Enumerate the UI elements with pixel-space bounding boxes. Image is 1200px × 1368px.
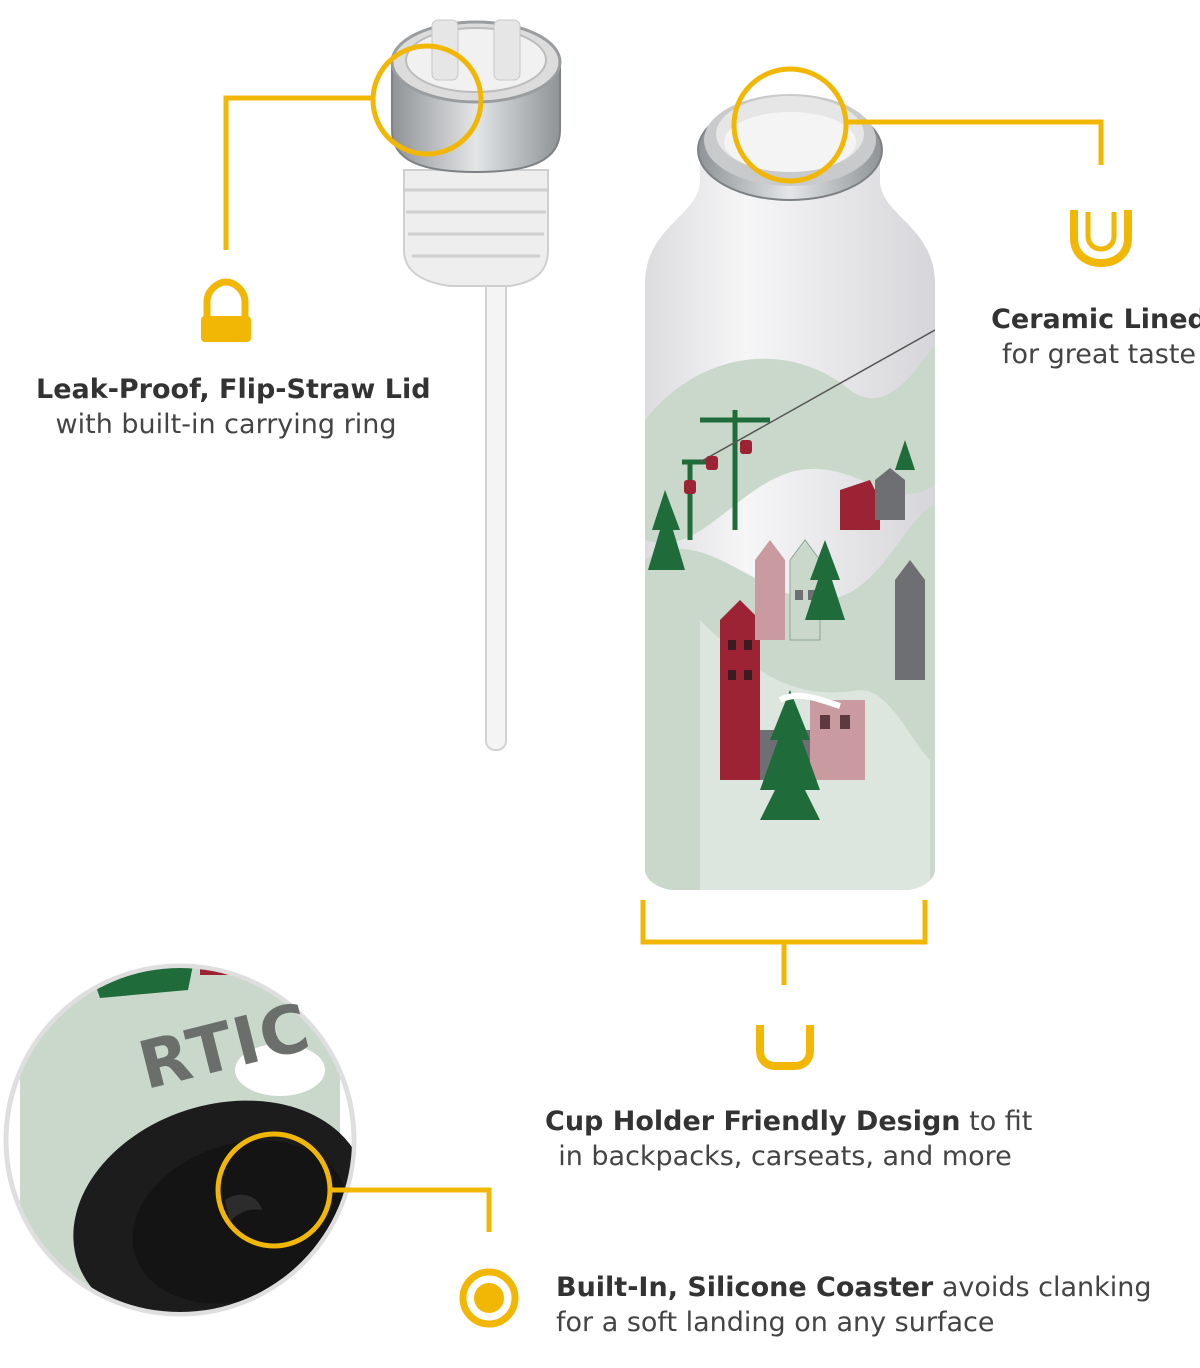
ceramic-highlight-circle [731, 66, 849, 184]
bottle-bottom-zoom [3, 963, 357, 1317]
feature-ceramic-title: Ceramic Lined [991, 304, 1200, 335]
coaster-callout-line [330, 1187, 492, 1232]
straw [485, 249, 507, 751]
base-bracket [640, 900, 928, 945]
bottle [645, 94, 935, 890]
cup-holder-icon [756, 1025, 814, 1070]
padlock-ring-icon [201, 278, 251, 342]
feature-ceramic: Ceramic Lined for great taste [990, 302, 1200, 372]
feature-coaster-desc-inline: avoids clanking [933, 1272, 1152, 1303]
feature-cup-holder-title: Cup Holder Friendly Design [545, 1106, 961, 1137]
lid-callout-line [223, 95, 373, 250]
feature-coaster-desc: for a soft landing on any surface [556, 1307, 995, 1338]
feature-cup-holder-desc: in backpacks, carseats, and more [558, 1141, 1012, 1172]
feature-lid: Leak-Proof, Flip-Straw Lid with built-in… [36, 372, 431, 442]
ski-village-pattern [645, 329, 935, 890]
callout-lines [215, 43, 1104, 1249]
coaster-icon [459, 1268, 519, 1328]
feature-coaster: Built-In, Silicone Coaster avoids clanki… [556, 1270, 1156, 1340]
feature-cup-holder: Cup Holder Friendly Design to fit in bac… [545, 1104, 1032, 1174]
feature-ceramic-desc: for great taste [1001, 339, 1197, 370]
feature-coaster-title: Built-In, Silicone Coaster [556, 1272, 934, 1303]
flip-straw-lid [390, 19, 562, 751]
ceramic-callout-line [846, 119, 1104, 165]
feature-lid-desc: with built-in carrying ring [55, 409, 397, 440]
ceramic-cup-icon [1070, 210, 1132, 268]
feature-lid-title: Leak-Proof, Flip-Straw Lid [36, 374, 431, 405]
feature-cup-holder-desc-inline: to fit [960, 1106, 1033, 1137]
